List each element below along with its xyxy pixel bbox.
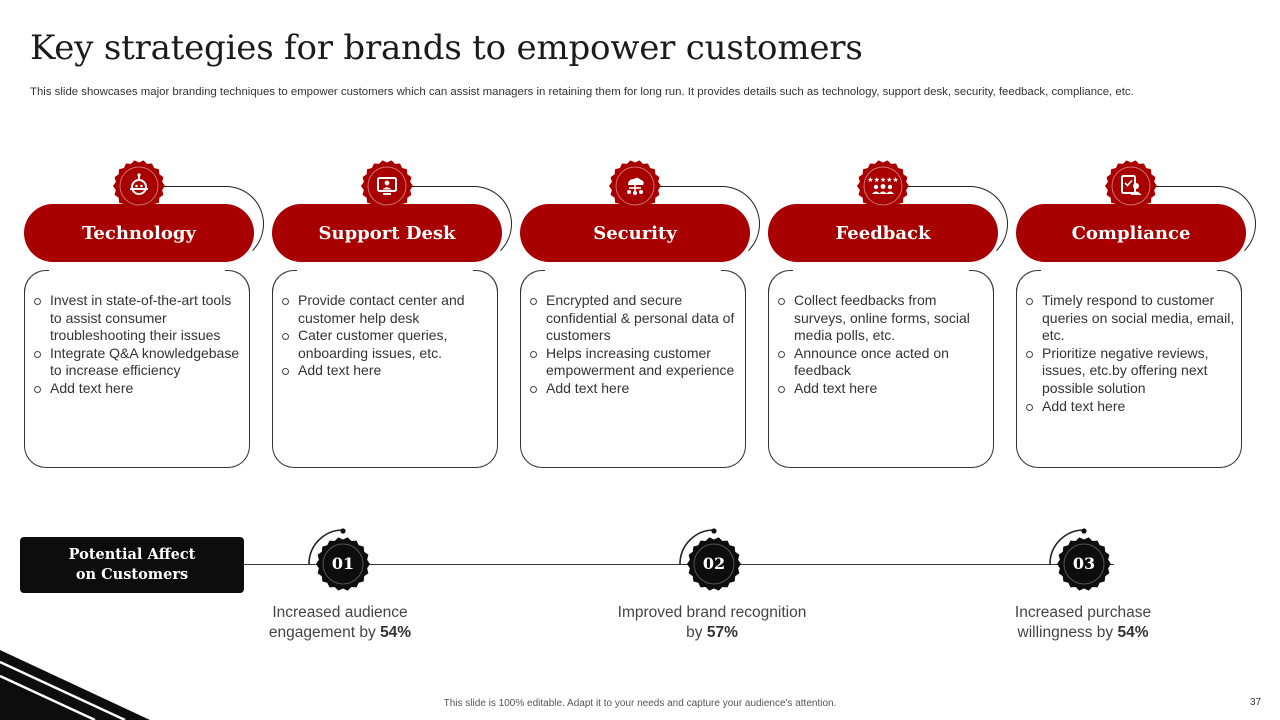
card-items: Timely respond to customer queries on so… [1026,292,1236,415]
list-item: Add text here [34,380,244,398]
step-text-03: Increased purchase willingness by 54% [1014,604,1152,641]
footer-note: This slide is 100% editable. Adapt it to… [443,698,837,709]
list-item: Helps increasing customer empowerment an… [530,345,740,380]
list-item: Prioritize negative reviews, issues, etc… [1026,345,1236,398]
list-item: Cater customer queries, onboarding issue… [282,327,492,362]
monitor-user-icon [361,160,413,212]
step-number: 02 [702,554,726,573]
card-feedback: Feedback ★★★★★ Collect feedbacks from su… [767,158,1008,470]
step-number: 01 [331,554,355,573]
list-item: Timely respond to customer queries on so… [1026,292,1236,345]
card-items: Encrypted and secure confidential & pers… [530,292,740,398]
cloud-network-icon [609,160,661,212]
list-item: Collect feedbacks from surveys, online f… [778,292,988,345]
list-item: Encrypted and secure confidential & pers… [530,292,740,345]
slide-title: Key strategies for brands to empower cus… [30,28,863,68]
card-title: Security [520,204,750,262]
card-items: Invest in state-of-the-art tools to assi… [34,292,244,398]
list-item: Announce once acted on feedback [778,345,988,380]
step-number: 03 [1072,554,1096,573]
list-item: Add text here [530,380,740,398]
card-items: Collect feedbacks from surveys, online f… [778,292,988,398]
step-badge-02: 02 [678,528,750,600]
slide-subtitle: This slide showcases major branding tech… [30,86,1134,98]
rating-group-icon: ★★★★★ [857,160,909,212]
card-title: Support Desk [272,204,502,262]
timeline-line [244,564,1114,566]
card-security: Security Encrypted and secure confidenti… [519,158,760,470]
step-text-02: Improved brand recognition by 57% [617,604,807,641]
step-text-01: Increased audience engagement by 54% [268,604,412,641]
robot-icon [113,160,165,212]
checklist-user-icon [1105,160,1157,212]
list-item: Invest in state-of-the-art tools to assi… [34,292,244,345]
list-item: Add text here [282,362,492,380]
card-compliance: Compliance Timely respond to customer qu… [1015,158,1256,470]
step-badge-01: 01 [307,528,379,600]
svg-text:★★★★★: ★★★★★ [867,176,898,184]
card-title: Feedback [768,204,998,262]
card-title: Compliance [1016,204,1246,262]
card-items: Provide contact center and customer help… [282,292,492,380]
card-title: Technology [24,204,254,262]
card-support-desk: Support Desk Provide contact center and … [271,158,512,470]
corner-stripes-decoration [0,650,150,720]
step-badge-03: 03 [1048,528,1120,600]
list-item: Provide contact center and customer help… [282,292,492,327]
list-item: Integrate Q&A knowledgebase to increase … [34,345,244,380]
list-item: Add text here [1026,398,1236,416]
list-item: Add text here [778,380,988,398]
card-technology: Technology Invest in state-of-the-art to… [23,158,264,470]
page-number: 37 [1250,697,1262,708]
